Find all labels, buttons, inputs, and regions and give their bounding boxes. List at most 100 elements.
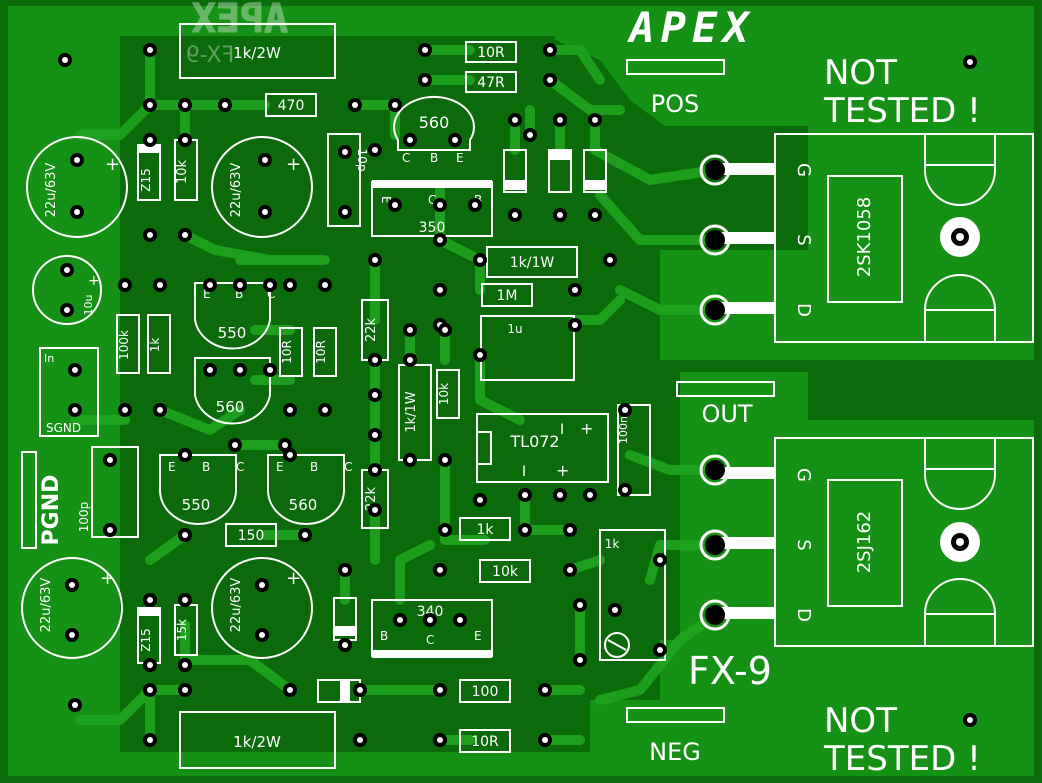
pos-label: POS [651, 90, 700, 118]
r-1k-b: 1k [476, 522, 494, 538]
solder-pad-hole [72, 702, 78, 708]
solder-pad-hole [262, 209, 268, 215]
svg-text:B: B [235, 287, 243, 301]
solder-pad-hole [372, 507, 378, 513]
solder-pad-hole [437, 687, 443, 693]
r-10r-b: 10R [314, 340, 328, 364]
in-label: In [44, 352, 54, 365]
r-22k-a: 22k [364, 317, 379, 342]
solder-pad-hole [182, 532, 188, 538]
svg-text:C: C [236, 460, 244, 474]
svg-text:+: + [556, 461, 569, 480]
solder-pad-hole [397, 617, 403, 623]
solder-pad-hole [572, 322, 578, 328]
solder-pad-hole [207, 282, 213, 288]
svg-text:+: + [105, 154, 120, 175]
solder-pad-hole [522, 492, 528, 498]
svg-text:I: I [522, 464, 526, 480]
solder-pad-hole [547, 47, 553, 53]
solder-pad-hole [372, 357, 378, 363]
solder-pad-hole [437, 567, 443, 573]
electrolytic-labels: 22u/63V + 22u/63V + 10u + 22u/63V + 22u/… [39, 154, 301, 632]
solder-pad-hole [342, 642, 348, 648]
r-47r: 47R [477, 75, 505, 91]
not-tested-top-1: NOT [824, 53, 897, 93]
not-tested-bot-2: TESTED ! [823, 739, 981, 779]
solder-pad-hole [182, 137, 188, 143]
solder-pad-hole [107, 457, 113, 463]
solder-pad-hole [259, 582, 265, 588]
q7-part: 340 [417, 604, 444, 620]
sgnd-label: SGND [46, 421, 81, 435]
q1-part: 560 [419, 113, 450, 132]
cap-100p: 100p [77, 502, 91, 533]
solder-pad-hole [407, 357, 413, 363]
solder-pad-hole [427, 617, 433, 623]
transistors: 560 C B E 350 E C B 550 E B C 560 E B C … [159, 95, 493, 658]
solder-pad-hole [442, 327, 448, 333]
solder-pad-hole [512, 117, 518, 123]
svg-text:I: I [560, 422, 564, 438]
solder-pad-hole [567, 567, 573, 573]
solder-pad-hole [74, 157, 80, 163]
cap-22u-4: 22u/63V [229, 578, 244, 633]
cap-22u-1: 22u/63V [44, 163, 59, 218]
svg-text:+: + [286, 568, 301, 589]
solder-pad-hole [407, 327, 413, 333]
solder-pad-hole [62, 57, 68, 63]
solder-pad-hole [147, 47, 153, 53]
r-15k: 15k [175, 619, 189, 641]
solder-pad-hole [357, 737, 363, 743]
r-10r-top: 10R [477, 45, 505, 61]
cap-1u: 1u [507, 322, 522, 336]
solder-pad-hole [527, 132, 533, 138]
solder-pad-hole [262, 157, 268, 163]
solder-pad-hole [352, 102, 358, 108]
solder-pad-hole [147, 137, 153, 143]
solder-pad-hole [72, 367, 78, 373]
r-1k2w-top: 1k/2W [233, 44, 281, 62]
pads [58, 43, 977, 747]
pgnd-connector: PGND [21, 451, 64, 549]
solder-pad-ring [699, 454, 731, 486]
model-label: FX-9 [688, 649, 772, 693]
mosfet-1-pin-d: D [793, 303, 814, 317]
solder-pad-hole [437, 202, 443, 208]
solder-pad-hole [147, 687, 153, 693]
solder-pad-hole [422, 47, 428, 53]
solder-pad-hole [577, 602, 583, 608]
solder-pad-hole [207, 367, 213, 373]
solder-pad-hole [182, 597, 188, 603]
solder-pad-hole [64, 267, 70, 273]
mirror-model: FX-9 [186, 43, 235, 68]
mosfet-2-pin-d: D [793, 608, 814, 622]
solder-pad-hole [477, 257, 483, 263]
solder-pad-hole [147, 102, 153, 108]
solder-pad-hole [287, 687, 293, 693]
solder-pad-hole [357, 687, 363, 693]
solder-pad-hole [182, 662, 188, 668]
solder-pad-hole [592, 117, 598, 123]
r-10k-b: 10k [437, 383, 451, 405]
cap-22u-2: 22u/63V [229, 163, 244, 218]
solder-pad-hole [612, 607, 618, 613]
solder-pad-hole [407, 137, 413, 143]
solder-pad-hole [342, 209, 348, 215]
r-100k: 100k [117, 330, 131, 360]
mosfet-1-pin-s: S [793, 234, 814, 245]
solder-pad-hole [222, 102, 228, 108]
svg-text:C: C [428, 193, 436, 207]
svg-text:+: + [286, 154, 301, 175]
svg-text:E: E [168, 460, 176, 474]
svg-text:B: B [430, 151, 438, 165]
solder-pad-hole [577, 657, 583, 663]
solder-pad-hole [407, 457, 413, 463]
q2-part: 350 [419, 220, 446, 236]
zener-2-label: Z15 [139, 628, 153, 652]
svg-text:C: C [344, 460, 352, 474]
solder-pad-hole [122, 407, 128, 413]
q6-part: 560 [289, 496, 318, 514]
q5-part: 550 [182, 496, 211, 514]
solder-pad-hole [107, 527, 113, 533]
electrolytic-caps [21, 136, 313, 659]
